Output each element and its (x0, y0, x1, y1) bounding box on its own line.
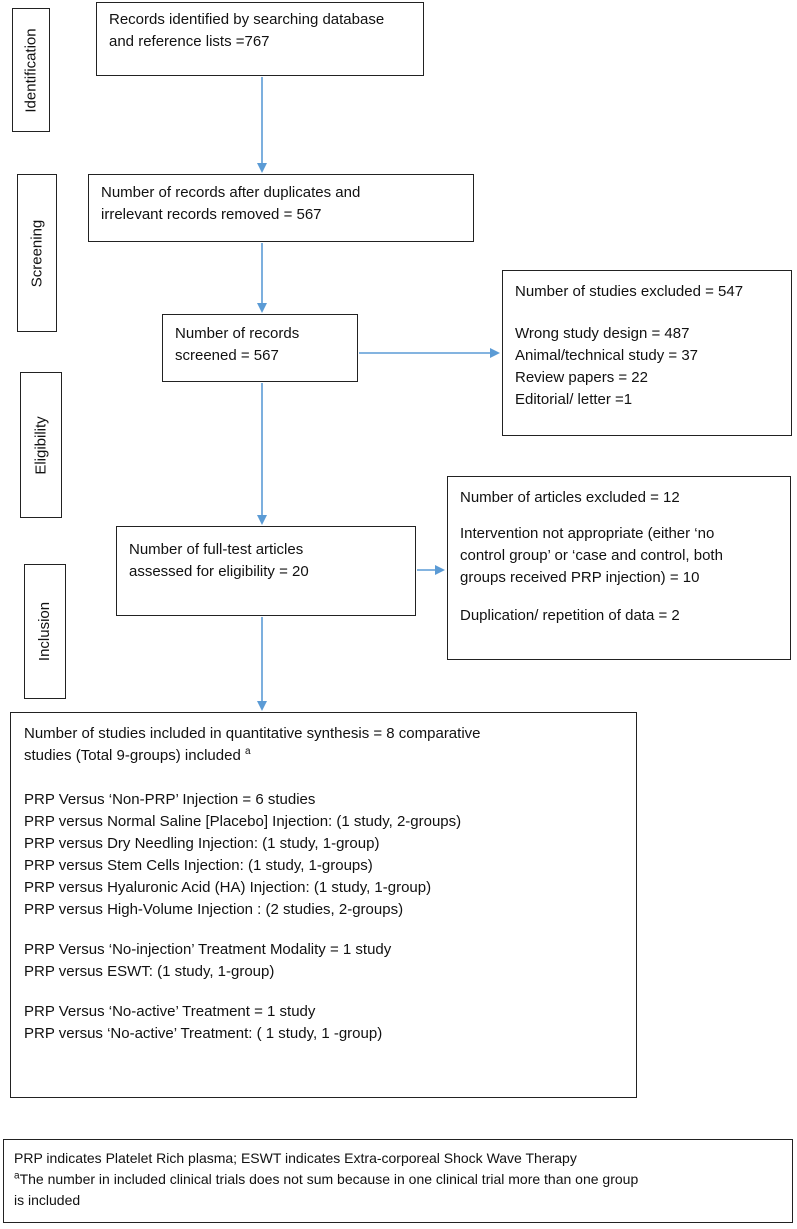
footnote-marker: a (244, 746, 251, 757)
duplication-line: Duplication/ repetition of data = 2 (460, 607, 680, 624)
excluded-item-editorial: Editorial/ letter =1 (515, 391, 633, 408)
footnote-sup: a (14, 1170, 20, 1182)
footnote-line-2: aThe number in included clinical trials … (14, 1170, 639, 1187)
included-header-line-1: Number of studies included in quantitati… (24, 725, 481, 742)
intervention-line-2: control group’ or ‘case and control, bot… (460, 547, 723, 564)
group1-line-4: PRP versus Hyaluronic Acid (HA) Injectio… (24, 879, 432, 896)
group1-line-0: PRP Versus ‘Non-PRP’ Injection = 6 studi… (24, 791, 316, 808)
full-text-line-2: assessed for eligibility = 20 (129, 563, 309, 580)
stage-inclusion: Inclusion (24, 564, 66, 699)
records-screened-line-1: Number of records (175, 325, 300, 342)
full-text-line-1: Number of full-test articles (129, 541, 304, 558)
full-text-assessed-box: Number of full-test articles assessed fo… (116, 526, 416, 616)
intervention-line-3: groups received PRP injection) = 10 (460, 569, 700, 586)
after-duplicates-box: Number of records after duplicates and i… (88, 174, 474, 242)
records-identified-line-2: and reference lists =767 (109, 33, 270, 50)
articles-excluded-header: Number of articles excluded = 12 (460, 489, 680, 506)
records-identified-box: Records identified by searching database… (96, 2, 424, 76)
group2-line-0: PRP Versus ‘No-injection’ Treatment Moda… (24, 941, 392, 958)
group1-line-3: PRP versus Stem Cells Injection: (1 stud… (24, 857, 373, 874)
footnote-line-1: PRP indicates Platelet Rich plasma; ESWT… (14, 1150, 577, 1166)
excluded-item-review: Review papers = 22 (515, 369, 648, 386)
stage-eligibility: Eligibility (20, 372, 62, 518)
group3-line-1: PRP versus ‘No-active’ Treatment: ( 1 st… (24, 1025, 383, 1042)
group2-line-1: PRP versus ESWT: (1 study, 1-group) (24, 963, 275, 980)
group1-line-5: PRP versus High-Volume Injection : (2 st… (24, 901, 404, 918)
studies-excluded-header: Number of studies excluded = 547 (515, 283, 744, 300)
records-identified-line-1: Records identified by searching database (109, 11, 385, 28)
footnote-box: PRP indicates Platelet Rich plasma; ESWT… (3, 1139, 793, 1223)
group1-line-1: PRP versus Normal Saline [Placebo] Injec… (24, 813, 462, 830)
studies-excluded-box: Number of studies excluded = 547 Wrong s… (502, 270, 792, 436)
group1-line-2: PRP versus Dry Needling Injection: (1 st… (24, 835, 380, 852)
stage-identification: Identification (12, 8, 50, 132)
stage-screening: Screening (17, 174, 57, 332)
excluded-item-animal: Animal/technical study = 37 (515, 347, 699, 364)
group3-line-0: PRP Versus ‘No-active’ Treatment = 1 stu… (24, 1003, 316, 1020)
after-duplicates-line-2: irrelevant records removed = 567 (101, 206, 322, 223)
studies-included-box: Number of studies included in quantitati… (10, 712, 637, 1098)
articles-excluded-box: Number of articles excluded = 12 Interve… (447, 476, 791, 660)
records-screened-line-2: screened = 567 (175, 347, 279, 364)
intervention-line-1: Intervention not appropriate (either ‘no (460, 525, 715, 542)
footnote-line-3: is included (14, 1192, 81, 1208)
records-screened-box: Number of records screened = 567 (162, 314, 358, 382)
excluded-item-design: Wrong study design = 487 (515, 325, 690, 342)
after-duplicates-line-1: Number of records after duplicates and (101, 184, 361, 201)
included-header-line-2: studies (Total 9-groups) included a (24, 746, 251, 765)
